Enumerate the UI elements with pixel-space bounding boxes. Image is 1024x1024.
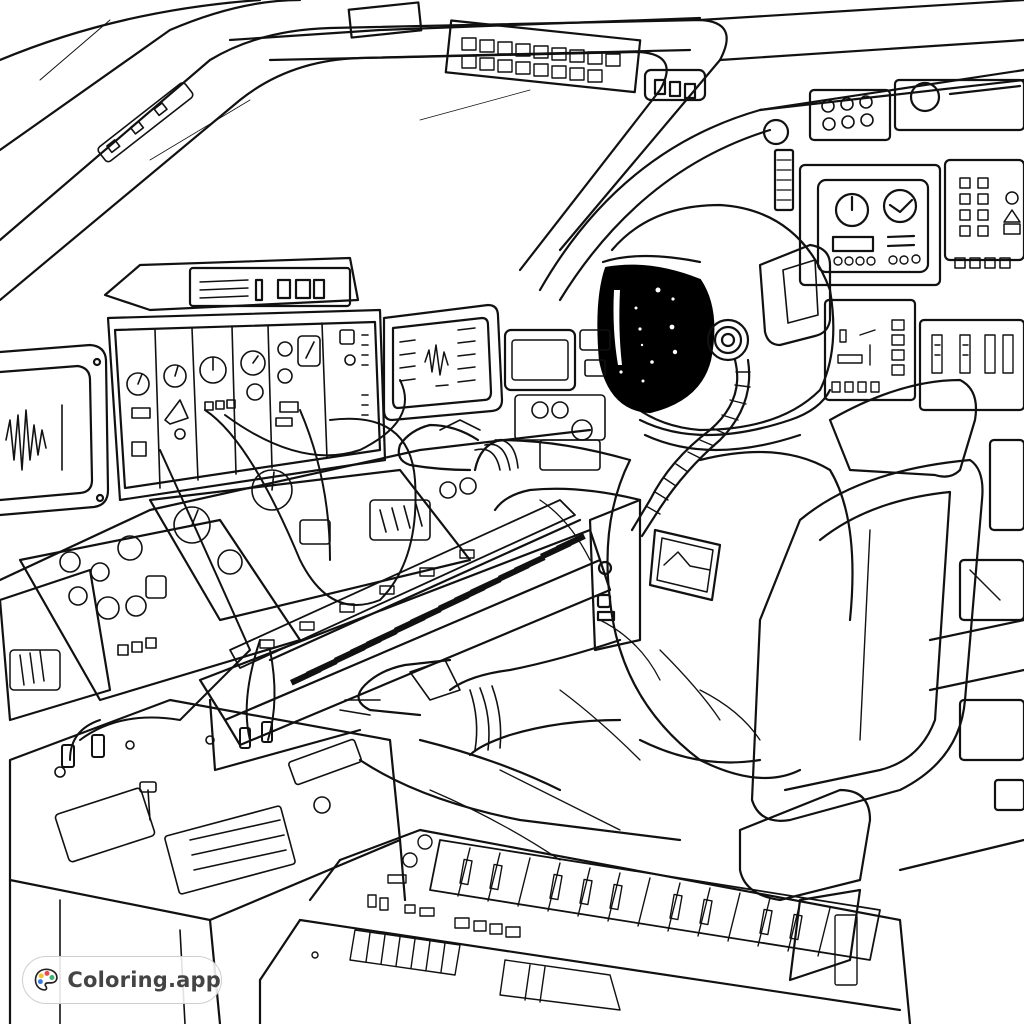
palette-icon [34,968,58,991]
left-oscilloscope-monitor [0,343,110,517]
watermark-label: Coloring.app [67,968,221,992]
center-waveform-monitor [382,303,577,422]
helmet [608,203,835,432]
astronaut [339,203,854,861]
watermark-badge: Coloring.app [22,956,222,1004]
shoulder-patch [648,528,722,602]
patch-cables [61,379,417,768]
starry-visor [597,264,715,414]
pilot-seat [738,378,984,982]
mid-panels [514,329,611,471]
breathing-hose [630,358,739,532]
side-control-unit [588,498,642,652]
right-instrument-wall [758,78,1024,872]
cockpit-window-frame [0,0,1024,302]
modular-synth-rack [103,256,387,502]
lower-left-control-box [8,698,407,1024]
lower-keyboard [258,828,912,1024]
